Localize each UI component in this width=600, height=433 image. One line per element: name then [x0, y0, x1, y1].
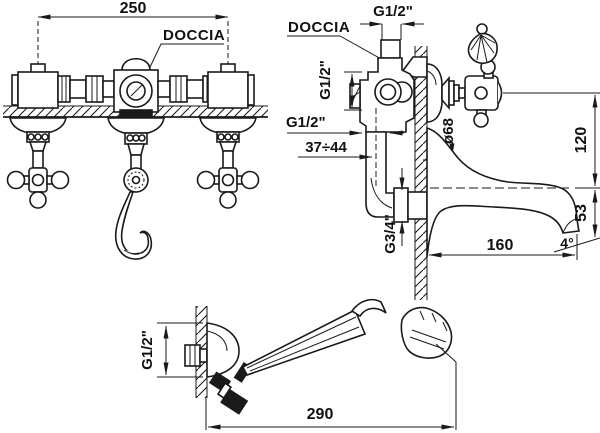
shower-hook: [208, 371, 249, 415]
thread-stub: [184, 344, 201, 367]
dim-290: 290: [207, 362, 457, 430]
side-escutcheon-handle: [426, 23, 503, 128]
bracket-dome: [206, 322, 240, 378]
side-doccia-callout: DOCCIA: [287, 19, 384, 61]
crystal-lever: [467, 23, 498, 65]
dim-thread-spout: G3/4": [382, 168, 405, 254]
right-valve-body: [207, 71, 249, 109]
bracket: [184, 322, 240, 378]
side-spout: [426, 126, 580, 258]
spout-hook: [114, 191, 153, 260]
side-view: G1/2" DOCCIA: [286, 3, 600, 300]
dim-depth-range: 37÷44: [298, 108, 377, 186]
dim-250-label: 250: [120, 0, 147, 17]
left-cross-handle: [6, 117, 70, 209]
head-neck: [350, 298, 387, 318]
diverter-dome: [121, 57, 151, 71]
dim-290-label: 290: [307, 406, 334, 423]
thread-spout-label: G3/4": [382, 214, 399, 254]
handshower-thread-label: G1/2": [139, 330, 156, 370]
escutcheon-diameter-label: ø68: [440, 118, 457, 144]
handle-grip: [241, 308, 367, 376]
top-nipple: [380, 39, 401, 59]
shower-head: [400, 306, 453, 359]
dim-160-label: 160: [487, 237, 514, 254]
dim-thread-top: G1/2": [360, 3, 424, 40]
handshower-view: G1/2": [139, 298, 457, 430]
wall-section-side: [414, 46, 428, 300]
side-doccia-label: DOCCIA: [288, 19, 350, 36]
handshower-body: [233, 298, 457, 383]
dim-53-label: 53: [573, 204, 590, 222]
dim-120-label: 120: [573, 127, 590, 154]
right-cross-handle: [196, 117, 260, 209]
dim-250: 250: [37, 0, 229, 76]
thread-inlet-label: G1/2": [286, 114, 326, 131]
down-pipe-elbow: [365, 131, 395, 218]
side-valve-body: [349, 39, 428, 223]
right-dimensions: 120 53 160 4°: [428, 92, 600, 260]
dim-thread-valve: G1/2": [317, 60, 362, 111]
front-valve-assembly: [11, 57, 255, 120]
dim-thread-inlet: G1/2": [286, 114, 404, 136]
left-valve-body: [17, 71, 59, 109]
thread-valve-label: G1/2": [317, 60, 334, 100]
angle-4deg-label: 4°: [560, 235, 573, 251]
depth-range-label: 37÷44: [305, 139, 347, 156]
thread-top-label: G1/2": [373, 3, 413, 20]
front-doccia-label: DOCCIA: [163, 27, 225, 44]
dim-handshower-thread: G1/2": [139, 322, 203, 378]
spout-profile: [426, 126, 580, 258]
front-view: 250 DOCCIA: [3, 0, 268, 260]
front-spout: [107, 117, 165, 260]
wall-section-handshower: [195, 306, 208, 430]
